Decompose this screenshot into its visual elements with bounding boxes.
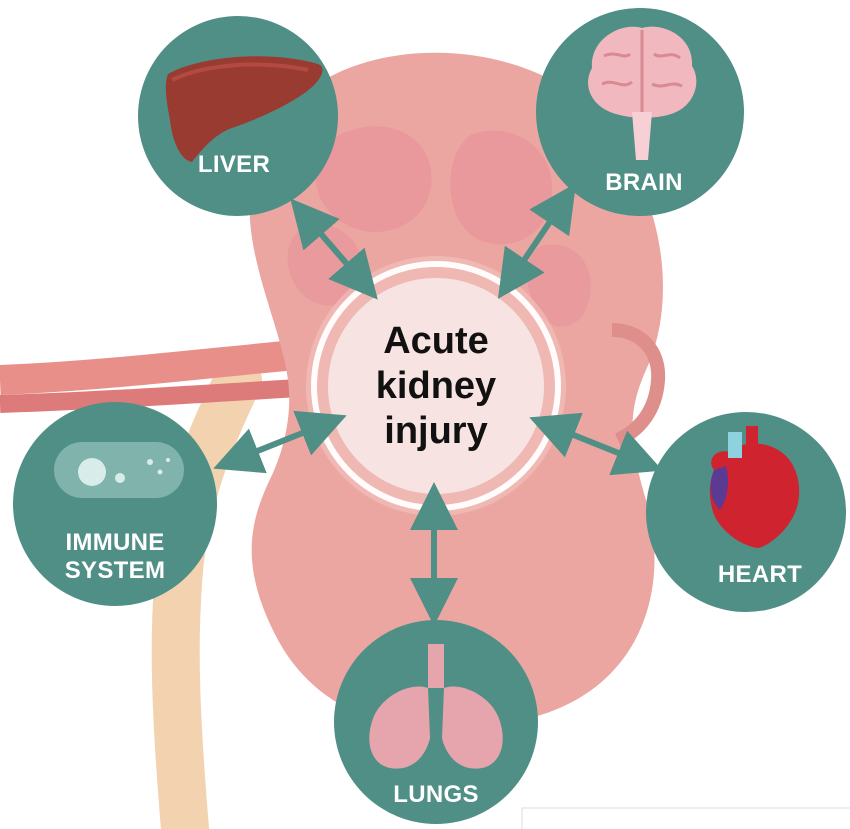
center-title-line3: injury (384, 410, 487, 452)
organ-liver: LIVER (138, 16, 338, 216)
lungs-label: LUNGS (393, 781, 479, 808)
organ-brain: BRAIN (536, 8, 744, 216)
heart-label: HEART (718, 561, 802, 588)
center-title-line1: Acute (383, 320, 489, 362)
center-badge: Acute kidney injury (306, 256, 566, 516)
organ-immune: IMMUNE SYSTEM (13, 402, 217, 606)
immune-label-line1: IMMUNE (65, 529, 164, 556)
corner-frame (522, 808, 850, 829)
immune-cell-icon (54, 442, 184, 498)
renal-vessels (0, 352, 330, 404)
immune-label-line2: SYSTEM (65, 557, 165, 584)
center-title-line2: kidney (376, 365, 496, 407)
organ-heart: HEART (646, 412, 846, 612)
brain-label: BRAIN (605, 169, 683, 196)
liver-label: LIVER (198, 151, 270, 178)
organ-lungs: LUNGS (334, 620, 538, 824)
